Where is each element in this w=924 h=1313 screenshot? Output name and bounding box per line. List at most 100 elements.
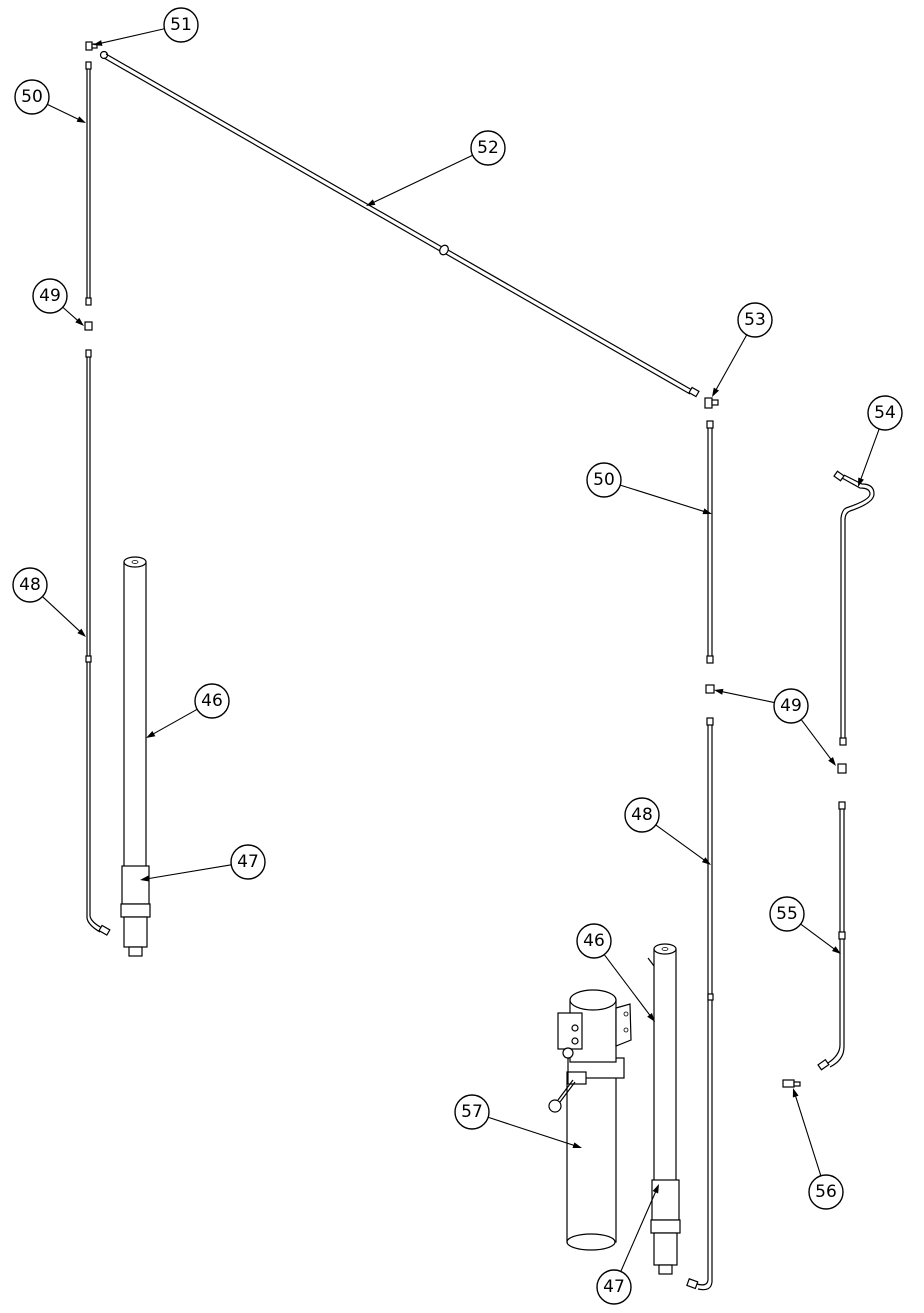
callout-number: 46 <box>201 691 223 711</box>
part-52-long-hose <box>99 50 700 398</box>
leader-arrowhead <box>702 508 712 515</box>
callout-layer: 51 50 52 49 53 54 50 48 46 49 48 47 55 46 57 56 47 <box>12 7 903 1305</box>
part-46-cylinder-left <box>123 556 147 866</box>
leader-line <box>620 484 707 513</box>
callout-47-left: 47 <box>140 844 266 882</box>
leader-arrowhead <box>140 875 150 882</box>
leader-arrowhead <box>792 1088 799 1098</box>
callout-bubble <box>808 1174 844 1210</box>
callout-bubble <box>737 302 773 338</box>
leader-line <box>42 596 82 634</box>
callout-bubble <box>194 683 230 719</box>
part-46-cylinder-right <box>647 943 677 1180</box>
callout-50-right: 50 <box>586 462 712 515</box>
leader-arrowhead <box>714 688 724 695</box>
callout-number: 50 <box>593 470 615 490</box>
leader-arrowhead <box>712 387 720 397</box>
part-47-piston-right <box>650 1179 681 1275</box>
part-48-hose-left <box>85 349 111 936</box>
part-54-bent-hose <box>833 470 875 746</box>
callout-number: 53 <box>744 310 766 330</box>
callout-bubble <box>163 7 199 43</box>
part-50-hose-right <box>706 420 714 664</box>
callout-number: 50 <box>21 87 43 107</box>
part-56-fitting <box>782 1079 801 1088</box>
callout-number: 54 <box>874 403 896 423</box>
leader-line <box>714 334 748 393</box>
callout-46-right: 46 <box>576 923 655 1022</box>
part-51-tee-fitting <box>85 41 98 51</box>
callout-number: 57 <box>461 1102 483 1122</box>
callout-number: 52 <box>477 138 499 158</box>
leader-line <box>800 923 837 951</box>
callout-55: 55 <box>769 896 841 954</box>
callout-47-right: 47 <box>596 1184 659 1305</box>
leader-line <box>603 954 652 1018</box>
callout-number: 56 <box>815 1182 837 1202</box>
leader-arrowhead <box>828 757 836 766</box>
callout-number: 48 <box>631 805 653 825</box>
callout-50-left: 50 <box>14 79 86 123</box>
callout-bubble <box>470 130 506 166</box>
part-49-fitting-far-right <box>837 763 847 774</box>
leader-line <box>47 103 81 121</box>
leader-arrowhead <box>652 1184 659 1194</box>
leader-arrowhead <box>77 628 86 637</box>
callout-number: 46 <box>583 931 605 951</box>
callout-bubble <box>32 278 68 314</box>
callout-54: 54 <box>858 395 903 487</box>
leader-arrowhead <box>146 730 156 738</box>
callout-number: 49 <box>780 696 802 716</box>
callout-number: 55 <box>776 904 798 924</box>
part-50-hose-left <box>85 61 92 306</box>
leader-arrowhead <box>572 1142 582 1149</box>
callout-48-left: 48 <box>12 567 86 637</box>
leader-arrowhead <box>75 317 84 326</box>
part-49-fitting-left <box>84 321 93 331</box>
leader-line <box>98 28 165 45</box>
callout-number: 47 <box>237 852 259 872</box>
callout-number: 47 <box>603 1277 625 1297</box>
callout-bubble <box>624 797 660 833</box>
callout-53: 53 <box>712 302 773 397</box>
leader-arrowhead <box>647 1013 655 1022</box>
leader-line <box>62 306 80 323</box>
leader-arrowhead <box>76 116 86 123</box>
callout-number: 51 <box>170 15 192 35</box>
part-55-hose <box>817 801 846 1071</box>
part-48-hose-right <box>686 717 714 1291</box>
callout-bubble <box>14 79 50 115</box>
callout-57: 57 <box>454 1094 582 1149</box>
callout-bubble <box>596 1269 632 1305</box>
callout-52: 52 <box>366 130 506 206</box>
leader-arrowhead <box>701 857 711 865</box>
callout-bubble <box>454 1094 490 1130</box>
part-53-tee-fitting <box>704 397 719 409</box>
callout-56: 56 <box>792 1088 844 1210</box>
leader-arrowhead <box>831 946 841 954</box>
leader-line <box>794 1093 822 1176</box>
callout-49-right: 49 <box>714 688 836 766</box>
callout-number: 48 <box>19 575 41 595</box>
leader-line <box>371 154 473 204</box>
callout-number: 49 <box>39 286 61 306</box>
leader-line <box>719 690 775 704</box>
part-57-power-unit <box>548 989 632 1251</box>
leader-arrowhead <box>93 40 103 46</box>
leader-line <box>859 428 880 482</box>
callout-46-left: 46 <box>146 683 230 738</box>
callout-49-left: 49 <box>32 278 84 326</box>
leader-line <box>620 1189 658 1272</box>
leader-line <box>487 1116 577 1147</box>
leader-arrowhead <box>366 199 376 206</box>
callout-bubble <box>867 395 903 431</box>
callout-48-right: 48 <box>624 797 711 865</box>
callout-bubble <box>230 844 266 880</box>
leader-line <box>655 824 707 862</box>
leader-line <box>150 708 198 736</box>
callout-51-top: 51 <box>93 7 199 46</box>
callout-bubble <box>773 688 809 724</box>
part-49-fitting-right <box>705 684 715 694</box>
